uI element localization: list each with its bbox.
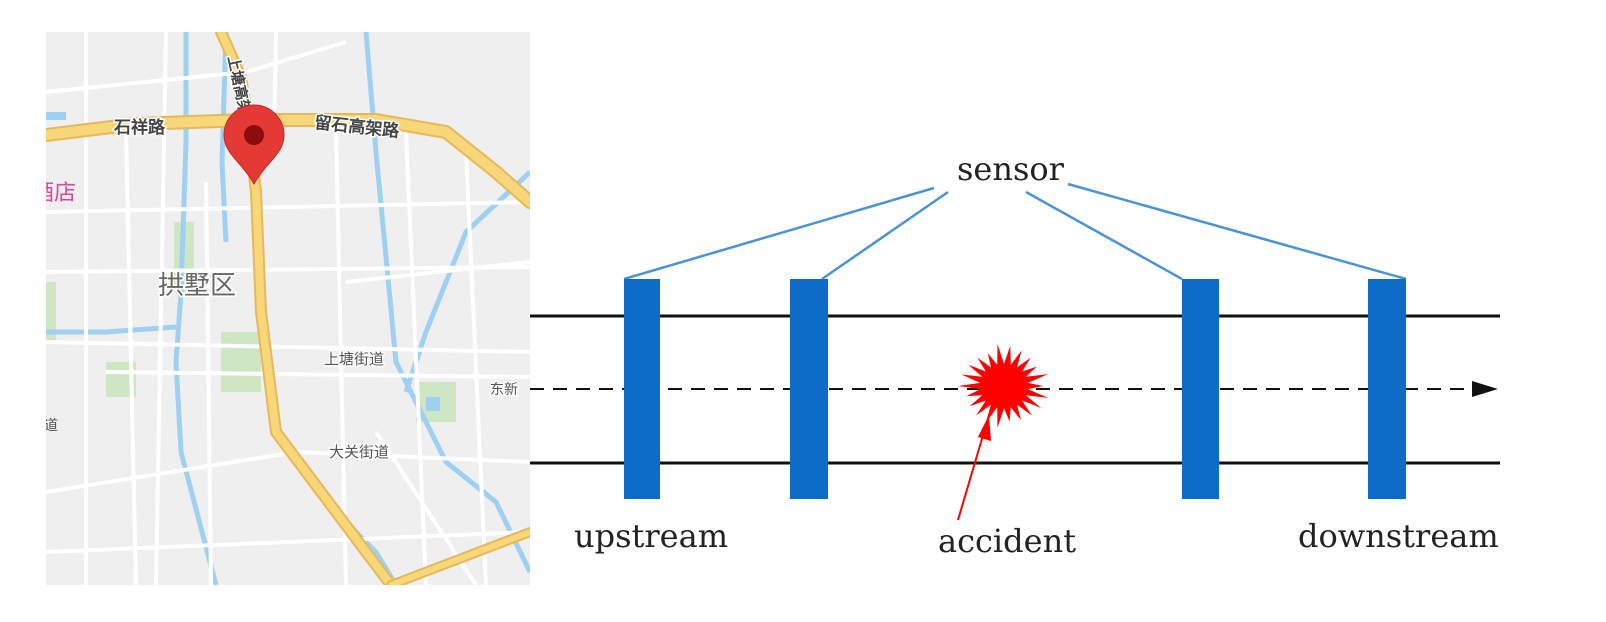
connector-line bbox=[1067, 182, 1407, 281]
street-label-shangtang: 上塘街道 bbox=[324, 350, 384, 368]
traffic-direction-arrowhead bbox=[1472, 381, 1498, 397]
downstream-label: downstream bbox=[1298, 517, 1499, 555]
upstream-label: upstream bbox=[574, 517, 728, 555]
poi-label-hotel: 酒店 bbox=[46, 181, 76, 206]
road-label-shixiang: 石祥路 bbox=[113, 117, 166, 138]
connector-line bbox=[623, 186, 935, 281]
accident-burst-icon bbox=[958, 344, 1049, 428]
label-fragment-dongxin: 东新 bbox=[490, 382, 518, 398]
sensors bbox=[624, 279, 1406, 499]
street-label-daguan: 大关街道 bbox=[329, 443, 389, 461]
sensor-bar bbox=[624, 279, 660, 499]
map-pin-icon bbox=[223, 104, 285, 186]
sensor-bar bbox=[1182, 279, 1219, 499]
city-map: 石祥路 留石高架路 上塘高架 酒店 拱墅区 上塘街道 大关街道 东新 道 bbox=[46, 32, 530, 585]
major-roads bbox=[46, 32, 530, 585]
accident-pointer-arrow bbox=[957, 415, 991, 521]
accident-label: accident bbox=[938, 522, 1076, 560]
label-fragment-dao: 道 bbox=[46, 418, 58, 434]
connector-line bbox=[821, 190, 949, 281]
connector-line bbox=[1025, 190, 1183, 281]
water-bodies bbox=[46, 112, 440, 411]
sensor-label: sensor bbox=[957, 150, 1065, 188]
sensor-bar bbox=[790, 279, 828, 499]
sensor-connector-lines bbox=[623, 182, 1407, 281]
district-label: 拱墅区 bbox=[158, 271, 236, 301]
sensor-bar bbox=[1368, 279, 1406, 499]
sensor-diagram: sensor upstream accident downstream bbox=[530, 150, 1500, 560]
